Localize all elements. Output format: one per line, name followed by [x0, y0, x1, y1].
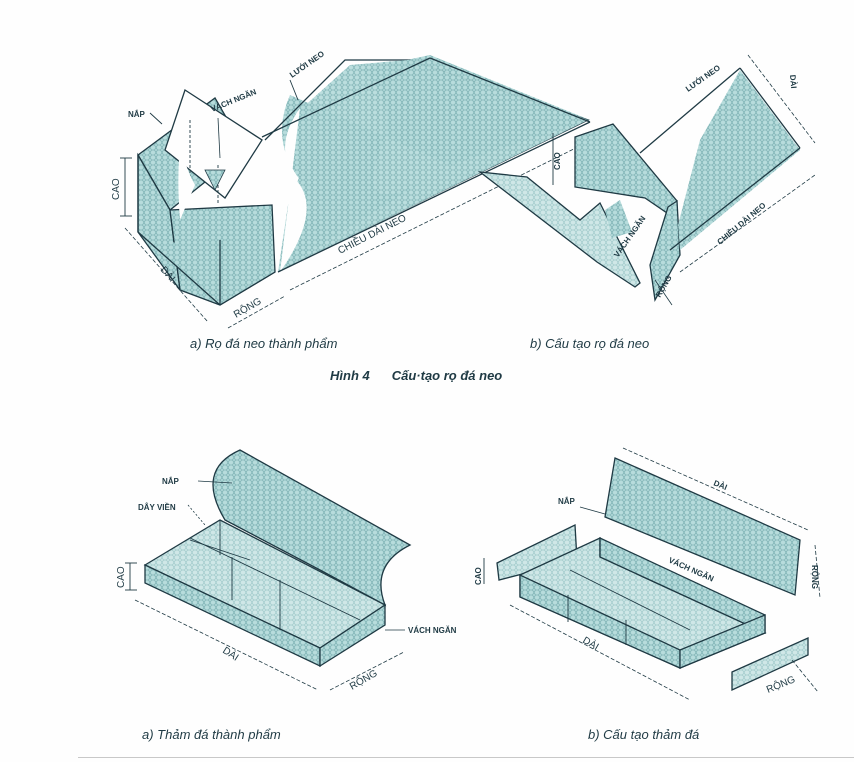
caption-top-b: b) Cấu tạo rọ đá neo: [530, 336, 650, 351]
panel-gabion-anchor-finished: [120, 55, 613, 329]
label-luoi-neo-b: LƯỚI NEO: [684, 63, 722, 93]
caption-bottom-b: b) Cấu tạo thảm đá: [588, 727, 700, 742]
figure-title: Hình 4 Cấu·tạo rọ đá neo: [330, 368, 524, 383]
label-cao-c: CAO: [116, 566, 127, 588]
label-dai-b: DÀI: [788, 74, 798, 89]
figure-number: Hình 4: [330, 368, 370, 383]
label-cao-d: CAO: [474, 567, 483, 585]
label-cao: CAO: [111, 178, 122, 200]
label-nap-d: NẮP: [558, 497, 576, 506]
label-nap: NẮP: [128, 110, 146, 119]
label-rong-c: RỘNG: [347, 666, 380, 692]
divider-line: [78, 757, 854, 758]
label-nap-c: NẮP: [162, 477, 180, 486]
label-rong-bottom-d: RỘNG: [764, 672, 797, 695]
label-cao-b: CAO: [553, 152, 562, 170]
panel-mattress-structure: [483, 447, 821, 701]
panel-gabion-anchor-structure: [477, 54, 816, 306]
label-dai-bottom-d: DÀI: [581, 633, 602, 653]
caption-top-a: a) Rọ đá neo thành phẩm: [190, 336, 338, 351]
caption-bottom-a: a) Thảm đá thành phẩm: [142, 727, 281, 742]
label-dai-c: DÀI: [220, 644, 241, 664]
label-rong-right-d: RỘNG: [810, 565, 819, 589]
label-day-vien: DÂY VIỀN: [138, 502, 176, 512]
label-dai-top-d: DÀI: [712, 479, 728, 493]
figure-title-text: Cấu·tạo rọ đá neo: [391, 368, 503, 383]
label-luoi-neo: LƯỚI NEO: [288, 49, 326, 79]
label-rong: RỘNG: [231, 294, 264, 320]
label-vach-ngan-c: VÁCH NGĂN: [408, 626, 457, 635]
panel-mattress-finished: [125, 449, 412, 691]
